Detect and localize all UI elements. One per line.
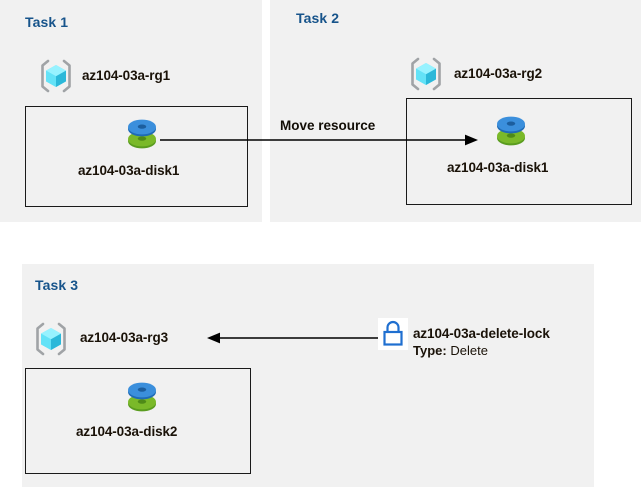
task1-title: Task 1 [25,14,69,30]
delete-lock-type-label: Type: [413,343,447,358]
resource-group-name-task3: az104-03a-rg3 [80,330,169,345]
lock-icon [378,318,408,350]
disk-name-task3: az104-03a-disk2 [76,424,178,439]
delete-lock-name: az104-03a-delete-lock [413,326,550,341]
task3-panel [22,264,594,487]
delete-lock-type: Type: Delete [413,343,488,358]
move-resource-label: Move resource [280,118,376,133]
disk-name-task1: az104-03a-disk1 [78,163,180,178]
delete-lock-arrow [206,326,382,350]
task2-title: Task 2 [296,10,340,26]
task1-panel [0,0,262,222]
move-resource-arrow [160,128,484,152]
resource-group-icon [36,56,76,96]
managed-disk-icon [491,110,531,152]
resource-group-icon [31,319,71,359]
task3-title: Task 3 [35,277,79,293]
resource-group-name-task1: az104-03a-rg1 [82,68,171,83]
task2-panel [270,0,641,222]
task1-resource-group-boundary [25,106,248,207]
resource-group-name-task2: az104-03a-rg2 [454,66,543,81]
delete-lock-type-value: Delete [450,343,488,358]
managed-disk-icon [122,376,162,418]
task2-resource-group-boundary [406,98,632,205]
managed-disk-icon [122,113,162,155]
disk-name-task2: az104-03a-disk1 [447,160,549,175]
task3-resource-group-boundary [25,368,251,474]
resource-group-icon [406,54,446,94]
